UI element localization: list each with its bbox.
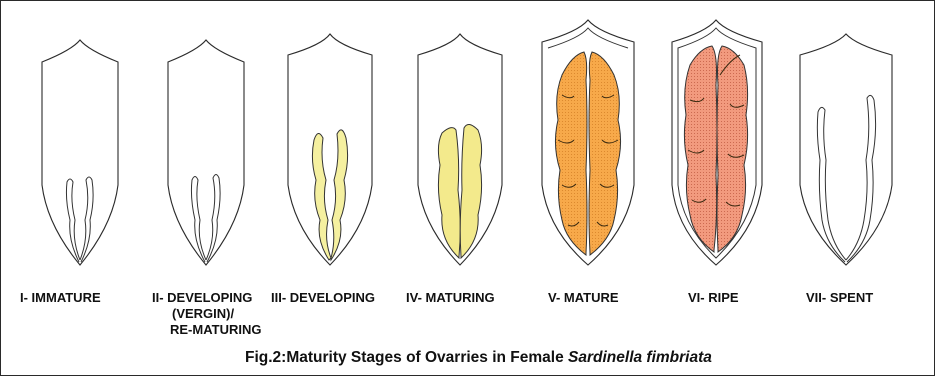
ovary-outline-1: [42, 40, 118, 265]
caption-prefix: Fig.2:: [245, 349, 286, 366]
ovary-stage-3: [288, 34, 372, 265]
ovary-stage-7: [800, 34, 892, 265]
ovary-outline-3: [288, 34, 372, 265]
stage-label-2-line-2: (VERGIN)/: [172, 306, 235, 321]
stage-label-2-line-3: RE-MATURING: [170, 322, 261, 337]
stage-label-3: III- DEVELOPING: [271, 290, 375, 305]
ovary-stage-5: [542, 20, 634, 265]
ovary-stage-4: [418, 34, 502, 265]
ovary-stage-1: [42, 40, 118, 265]
ovary-outline-7: [800, 34, 892, 265]
caption-species: Sardinella fimbriata: [568, 349, 712, 366]
stage-label-4: IV- MATURING: [406, 290, 495, 305]
stage-label-5: V- MATURE: [548, 290, 619, 305]
ovary-outline-2: [168, 40, 244, 265]
ovary-stage-2: [168, 40, 244, 265]
stage-label-2: II- DEVELOPING: [152, 290, 252, 305]
figure-caption: Fig.2:Maturity Stages of Ovarries in Fem…: [245, 349, 712, 366]
stage-label-6: VI- RIPE: [688, 290, 739, 305]
caption-text: Maturity Stages of Ovarries in Female: [286, 349, 568, 366]
ovary-stage-6: [672, 20, 762, 265]
stage-label-1: I- IMMATURE: [20, 290, 101, 305]
stage-label-7: VII- SPENT: [806, 290, 873, 305]
